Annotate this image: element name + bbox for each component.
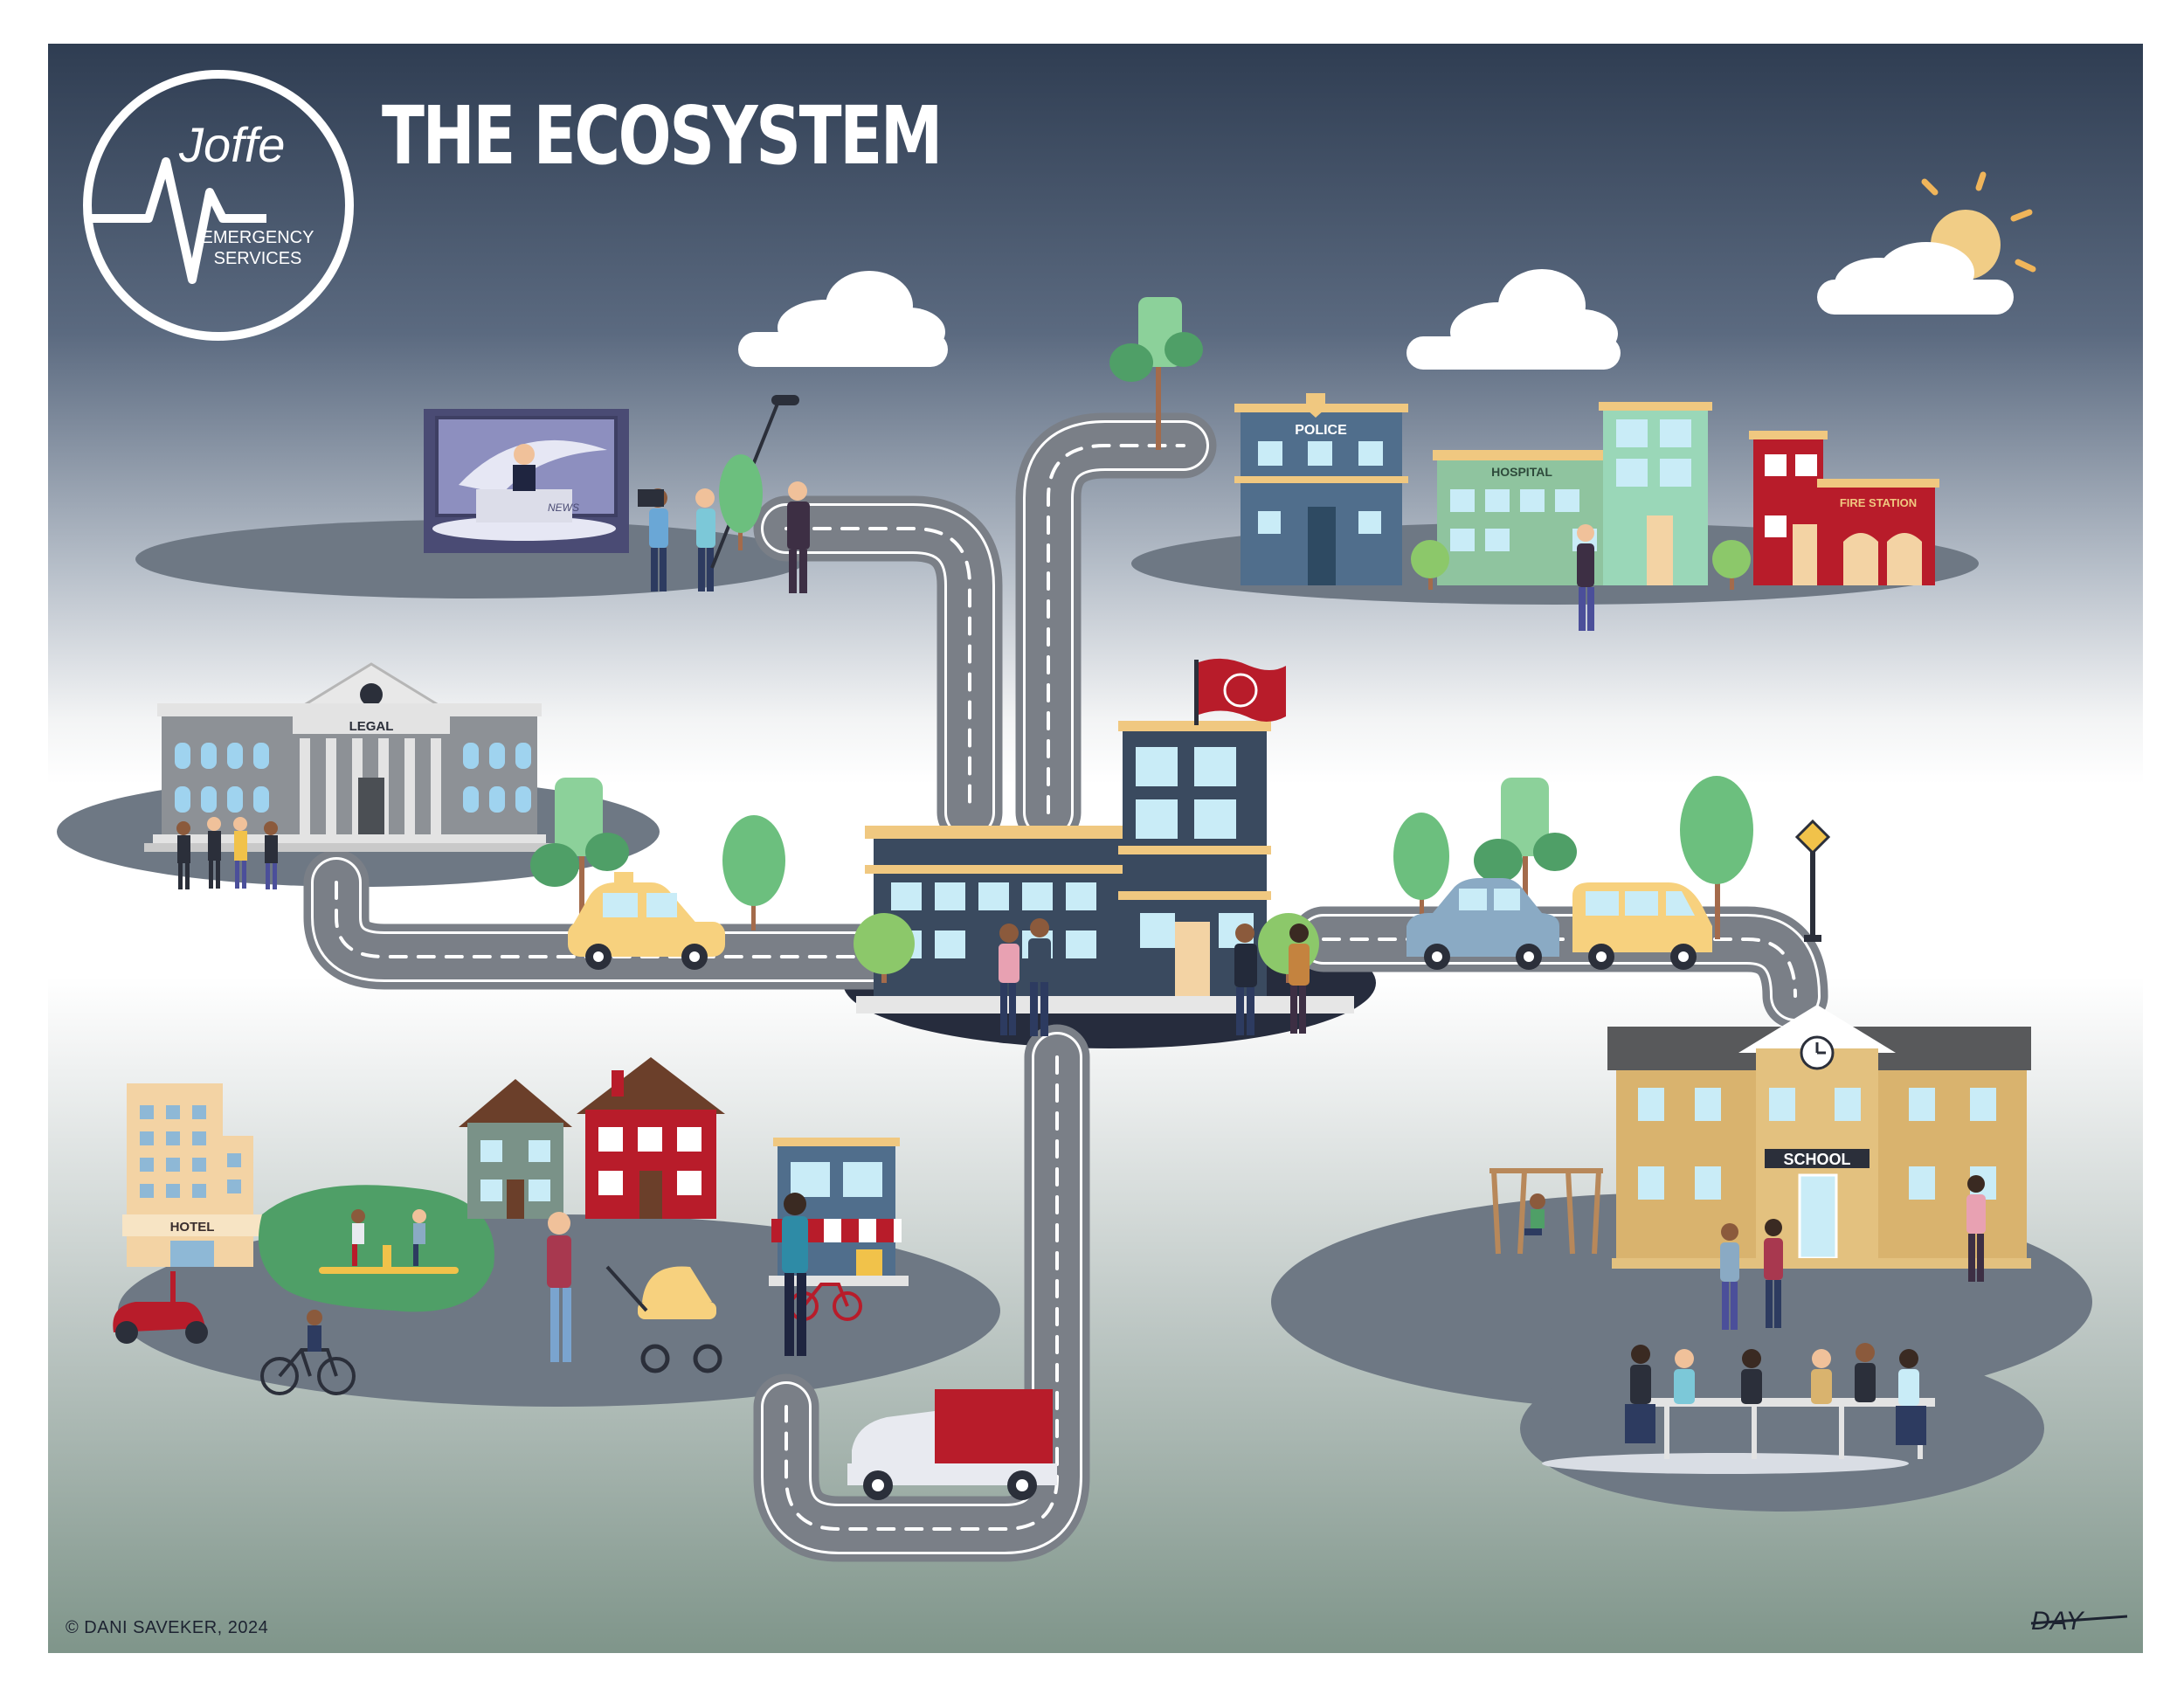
school-people xyxy=(1720,1175,1986,1330)
person-icon xyxy=(264,821,278,889)
logo-script-text: Joffe xyxy=(178,117,285,172)
tree-icon xyxy=(530,778,629,935)
person-icon xyxy=(638,488,668,591)
road-sign-icon xyxy=(1794,819,1831,855)
tree-icon xyxy=(1712,540,1751,590)
tree-icon xyxy=(722,815,785,930)
tree-icon xyxy=(1393,813,1449,939)
bicycle-icon xyxy=(260,1310,356,1395)
news-studio: NEWS xyxy=(424,409,629,553)
person-icon xyxy=(307,1310,322,1352)
road-network xyxy=(303,412,1828,1562)
tall-green-building xyxy=(1599,402,1712,585)
news-platform xyxy=(135,520,808,598)
person-icon xyxy=(999,924,1019,1035)
stroller-icon xyxy=(605,1265,722,1373)
hotel-label: HOTEL xyxy=(170,1220,215,1235)
person-icon xyxy=(1720,1223,1739,1330)
legal-building: LEGAL xyxy=(144,662,555,852)
meeting-table xyxy=(1542,1343,1935,1474)
cloud-icon xyxy=(1817,242,2014,315)
person-icon xyxy=(1625,1345,1655,1443)
ecosystem-scene: Joffe EMERGENCY SERVICES NEWS xyxy=(57,70,2128,1636)
flag-icon xyxy=(1194,658,1286,725)
logo-line2: SERVICES xyxy=(214,249,302,268)
clock-icon xyxy=(1800,1035,1835,1070)
logo-line1: EMERGENCY xyxy=(202,228,314,247)
office-platform xyxy=(1520,1346,2044,1512)
fire-station-label: FIRE STATION xyxy=(1840,496,1917,509)
person-icon xyxy=(782,1193,808,1356)
mother-with-stroller xyxy=(547,1212,722,1373)
tree-icon xyxy=(854,913,915,983)
school-label: SCHOOL xyxy=(1783,1151,1850,1168)
scooter-icon xyxy=(113,1271,208,1344)
person-icon xyxy=(1855,1343,1876,1402)
person-icon xyxy=(1234,924,1257,1035)
person-icon xyxy=(1028,918,1051,1036)
police-label: POLICE xyxy=(1295,423,1347,438)
tree-icon xyxy=(1680,776,1753,939)
van-icon xyxy=(1572,882,1712,970)
person-icon xyxy=(207,817,221,889)
people-group xyxy=(176,817,278,889)
person-icon xyxy=(1764,1219,1783,1328)
car-icon xyxy=(1406,878,1559,970)
tree-icon xyxy=(1411,540,1449,590)
hotel: HOTEL xyxy=(122,1083,262,1267)
school: SCHOOL xyxy=(1607,1005,2031,1269)
playground-lawn xyxy=(258,1185,494,1312)
person-icon xyxy=(176,821,190,889)
taxi-icon xyxy=(568,872,725,970)
person-icon xyxy=(787,481,810,593)
person-icon xyxy=(1289,924,1310,1034)
headquarters xyxy=(856,721,1354,1013)
person-icon xyxy=(1577,524,1594,631)
page-title: THE ECOSYSTEM xyxy=(382,89,943,183)
person-icon xyxy=(412,1209,426,1266)
person-icon xyxy=(1741,1349,1762,1404)
person-icon xyxy=(233,817,247,889)
truck-icon xyxy=(847,1389,1057,1500)
person-icon xyxy=(1674,1349,1695,1404)
person-icon xyxy=(695,488,715,591)
person-icon xyxy=(351,1209,365,1266)
camera-crew xyxy=(638,395,810,593)
house-red xyxy=(577,1057,725,1219)
cloud-icon xyxy=(1406,269,1621,370)
cloud-icon xyxy=(738,271,948,367)
copyright-notice: © DANI SAVEKER, 2024 xyxy=(66,1618,269,1637)
person-icon xyxy=(547,1212,571,1362)
tree-icon xyxy=(1109,297,1203,450)
fire-station: FIRE STATION xyxy=(1749,431,1939,585)
news-label: NEWS xyxy=(548,502,579,514)
person-icon xyxy=(1811,1349,1832,1404)
legal-label: LEGAL xyxy=(349,719,394,734)
person-icon xyxy=(1524,1193,1545,1235)
joffe-logo: Joffe EMERGENCY SERVICES xyxy=(83,70,354,341)
tree-icon xyxy=(719,454,763,550)
police-station: POLICE xyxy=(1234,393,1408,585)
house-green xyxy=(459,1079,572,1219)
hub-people xyxy=(999,918,1310,1036)
ecosystem-poster: Joffe EMERGENCY SERVICES NEWS xyxy=(48,44,2143,1653)
street-lamp-icon xyxy=(1804,852,1821,942)
person-icon xyxy=(1896,1349,1926,1445)
swing-set xyxy=(1489,1168,1603,1255)
hospital-label: HOSPITAL xyxy=(1491,465,1552,479)
person-icon xyxy=(1966,1175,1986,1282)
artist-signature: DAY xyxy=(2030,1607,2128,1636)
seesaw xyxy=(319,1209,459,1274)
